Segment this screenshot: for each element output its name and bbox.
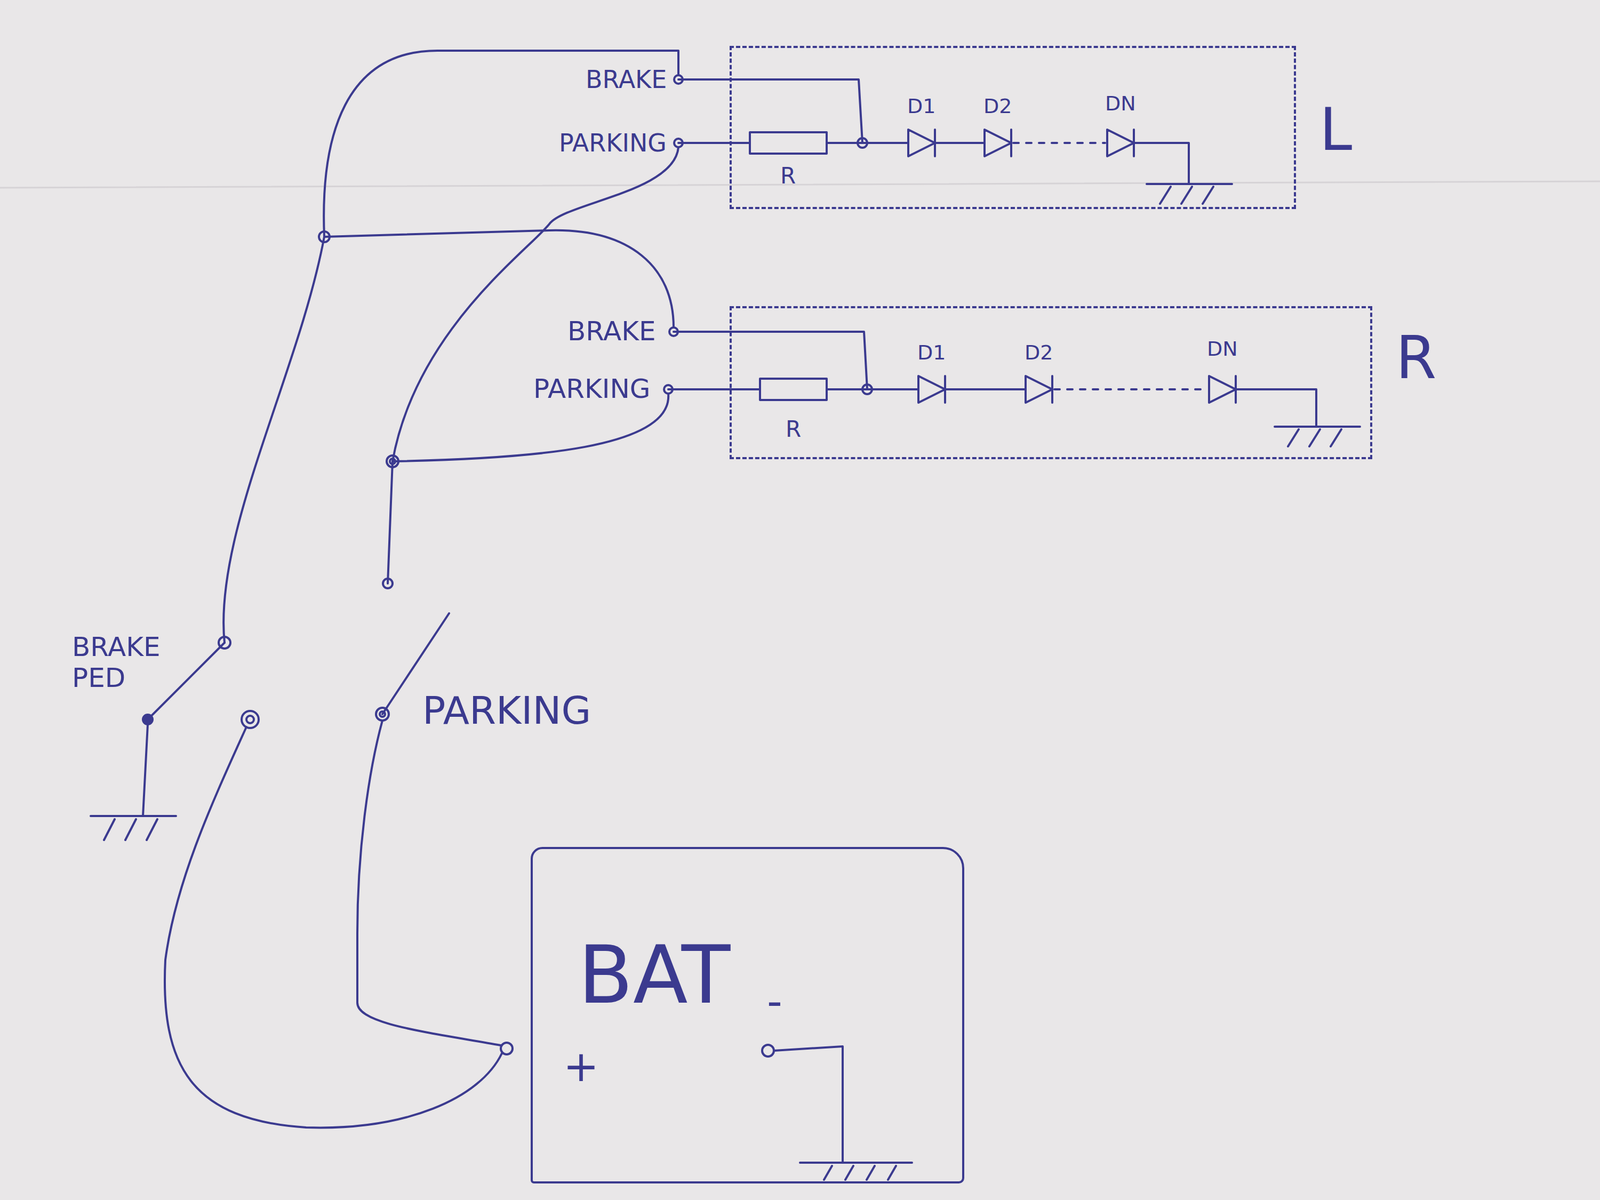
resistor-label: R — [785, 416, 802, 443]
module-heading: R — [1395, 324, 1438, 392]
terminal-dot — [664, 385, 673, 394]
diode-label: D2 — [1024, 341, 1053, 365]
resistor-symbol — [760, 378, 827, 400]
battery-label: BAT — [578, 929, 731, 1022]
diode-label: DN — [1206, 337, 1238, 362]
diode-symbol — [908, 129, 935, 157]
diode-label: DN — [1105, 92, 1136, 116]
signal-name: BRAKE — [567, 316, 656, 348]
signal-name: PARKING — [558, 129, 667, 158]
brake-wire — [223, 50, 679, 643]
diode-label: D2 — [983, 94, 1012, 119]
junction-dot — [386, 455, 399, 468]
parking-switch — [357, 613, 501, 1046]
terminal-dot — [669, 327, 678, 336]
switch-contact — [382, 578, 393, 589]
left-lamp-module: L — [729, 45, 1296, 210]
right-lamp-circuit — [664, 327, 1360, 447]
diode-symbol — [918, 376, 946, 403]
junction-dot — [318, 231, 330, 243]
battery-box: BAT — [530, 846, 965, 1184]
module-heading: L — [1319, 96, 1354, 164]
terminal-sign: + — [563, 1042, 599, 1092]
battery-terminals — [500, 1042, 912, 1180]
resistor-label: R — [780, 163, 796, 189]
junction-dot — [862, 384, 872, 395]
left-lamp-circuit — [674, 75, 1232, 204]
ground-symbol — [800, 1162, 912, 1180]
diode-label: D1 — [917, 341, 946, 365]
diode-symbol — [984, 129, 1012, 157]
diode-label: D1 — [907, 94, 936, 119]
paper-fold — [0, 181, 1600, 188]
resistor-symbol — [749, 132, 827, 154]
junction-dot — [857, 138, 868, 148]
diode-symbol — [1209, 376, 1236, 403]
terminal-sign: - — [766, 977, 783, 1027]
ground-symbol — [1146, 184, 1232, 204]
terminal-dot — [674, 138, 683, 148]
ground-symbol — [1274, 426, 1360, 447]
diode-symbol — [1025, 376, 1053, 403]
right-lamp-module: R — [729, 306, 1373, 460]
ground-symbol — [90, 816, 176, 840]
parking-wire — [382, 147, 679, 589]
signal-name: BRAKE — [585, 65, 667, 94]
switch-name: BRAKE PED — [72, 632, 190, 694]
signal-name: PARKING — [533, 373, 651, 405]
terminal-dot — [674, 75, 683, 84]
switch-name: PARKING — [422, 688, 591, 733]
junction-dot — [389, 458, 396, 464]
diode-symbol — [1107, 129, 1134, 157]
